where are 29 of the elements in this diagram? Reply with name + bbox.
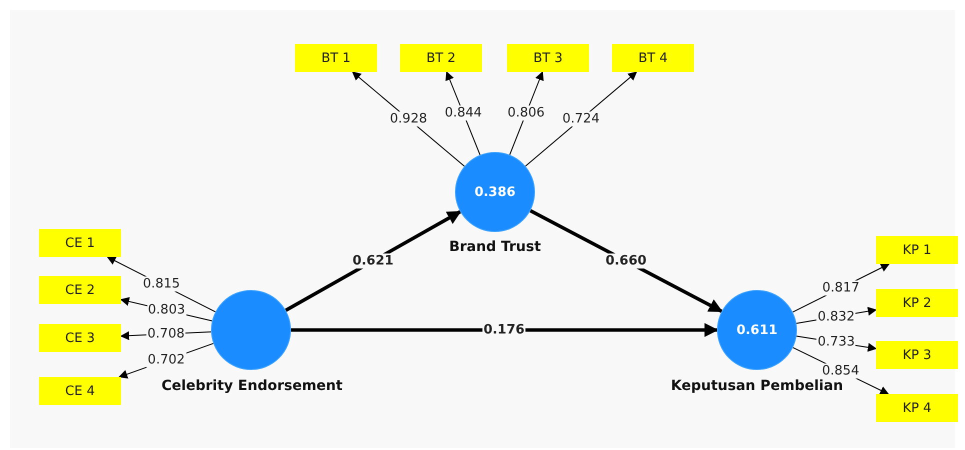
edge-label: 0.928 (388, 112, 428, 127)
construct-label: Celebrity Endorsement (161, 378, 343, 394)
arrow (284, 210, 462, 312)
indicator-box: CE 2 (39, 276, 121, 304)
indicator-box: BT 2 (400, 44, 482, 72)
edge-label: 0.702 (146, 352, 186, 368)
indicator-box: BT 3 (507, 44, 589, 72)
arrow (530, 209, 723, 313)
indicator-box: KP 1 (876, 236, 958, 264)
indicator-box: KP 3 (876, 341, 958, 369)
edge-label: 0.854 (821, 363, 860, 378)
edge-label: 0.844 (444, 106, 483, 121)
construct-label: Brand Trust (449, 239, 541, 255)
indicator-box: KP 2 (876, 289, 958, 317)
edge-label: 0.724 (561, 112, 601, 127)
arrow (291, 323, 718, 337)
edge-label: 0.817 (821, 280, 860, 296)
indicator-box: CE 4 (39, 377, 121, 405)
indicator-box: CE 3 (39, 324, 121, 352)
indicator-box: KP 4 (876, 394, 958, 422)
indicator-box: CE 1 (39, 229, 121, 257)
construct-label: Keputusan Pembelian (670, 378, 844, 394)
edge-label: 0.806 (506, 106, 546, 121)
edge-label: 0.803 (146, 302, 186, 318)
edge-label: 0.660 (604, 254, 648, 268)
edge-label: 0.815 (142, 276, 182, 292)
indicator-box: BT 4 (612, 44, 694, 72)
indicator-box: BT 1 (295, 44, 377, 72)
edge-label: 0.621 (351, 254, 395, 268)
